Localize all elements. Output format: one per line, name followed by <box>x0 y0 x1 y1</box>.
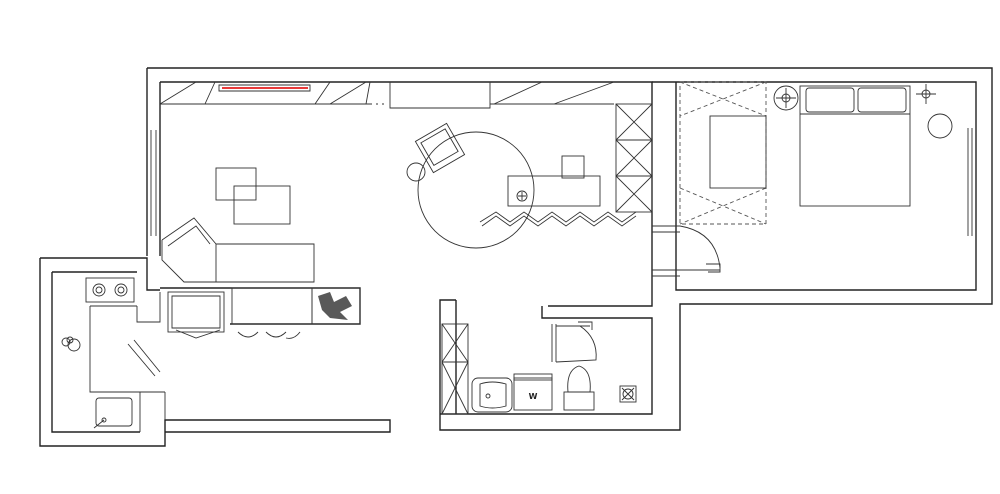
sofa <box>161 217 315 283</box>
storage-column <box>615 103 653 213</box>
sink <box>93 397 133 429</box>
bedroom <box>652 81 953 277</box>
washer-label: W <box>529 392 538 401</box>
washing-machine: W <box>513 373 553 411</box>
kitchen <box>39 257 391 447</box>
rugs <box>215 167 291 225</box>
upper-cabinets <box>159 81 615 109</box>
dining-counter <box>160 287 361 339</box>
stove <box>85 277 135 303</box>
bathroom: W <box>440 300 653 415</box>
office-area <box>406 122 637 249</box>
